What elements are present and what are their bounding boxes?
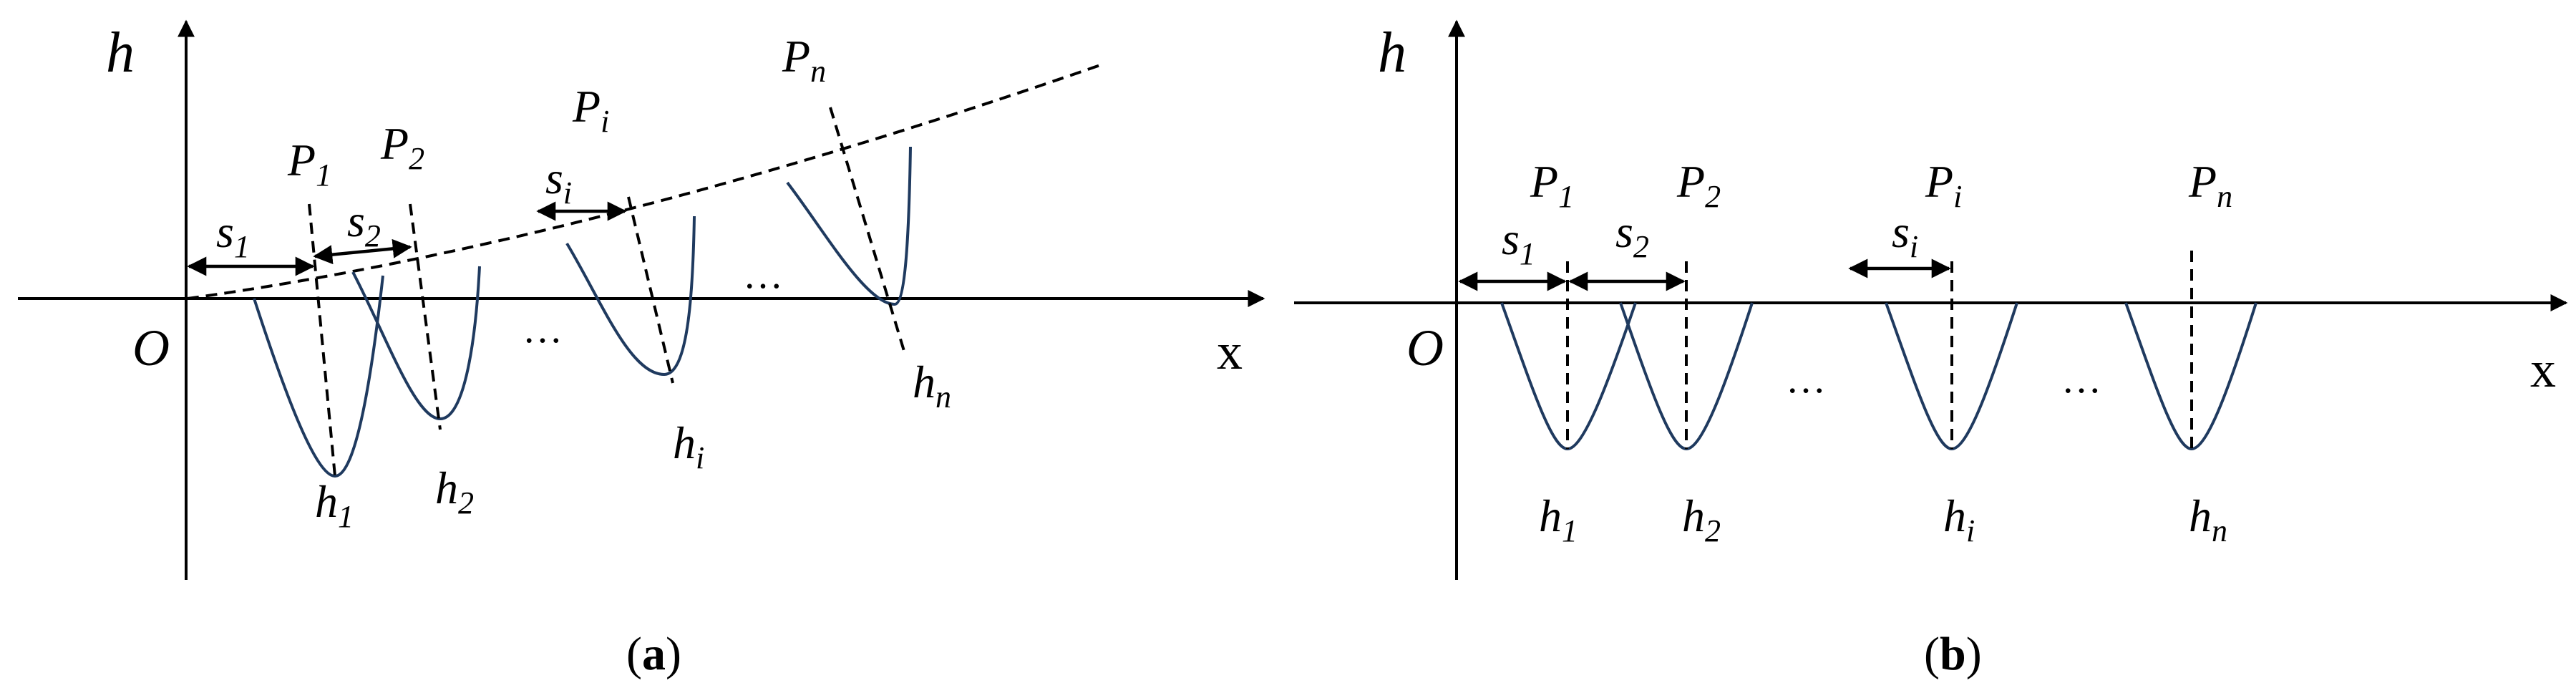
panel-a: h x O s1 s2 si P1 P2 Pi Pn h1 h2 hi hn: [18, 19, 1265, 680]
panel-b-s1-label: s1: [1502, 213, 1535, 271]
panel-a-s1-label: s1: [216, 206, 250, 264]
panel-b-caption: (b): [1924, 628, 1982, 680]
panel-b-hi-label: hi: [1943, 490, 1975, 548]
panel-a-dashed-line-4: [829, 107, 905, 352]
panel-a-trough-3: [565, 215, 696, 377]
panel-b-origin-label: O: [1406, 319, 1444, 377]
panel-a-dashed-line-2: [409, 203, 442, 430]
panel-b-p2-label: P2: [1676, 156, 1721, 214]
panel-b-ellipsis-1: …: [1786, 357, 1826, 402]
panel-a-trough-1: [253, 275, 384, 478]
panel-a-trough-4: [786, 146, 912, 306]
panel-a-s2-arrow: [313, 238, 412, 265]
panel-b-h1-label: h1: [1539, 490, 1578, 548]
panel-b-hn-label: hn: [2189, 490, 2227, 548]
panel-a-s2-label: s2: [347, 195, 381, 253]
panel-a-caption: (a): [626, 628, 681, 680]
panel-b: h x O s1 s2 si P1 P2 Pi Pn h1 h2 hi hn ……: [1294, 19, 2568, 680]
panel-a-ellipsis-1: …: [523, 307, 563, 352]
panel-a-dashed-line-1: [308, 203, 336, 477]
panel-a-h2-label: h2: [435, 462, 474, 520]
panel-a-p1-label: P1: [287, 135, 331, 193]
panel-a-si-label: si: [545, 152, 572, 210]
panel-a-pn-label: Pn: [782, 31, 826, 89]
panel-a-p2-label: P2: [380, 118, 424, 176]
panel-b-x-axis-label: x: [2530, 341, 2556, 398]
panel-a-ellipsis-2: …: [743, 253, 783, 297]
panel-b-ellipsis-2: …: [2061, 357, 2101, 402]
panel-b-s2-label: s2: [1615, 206, 1649, 264]
panel-a-x-axis-label: x: [1217, 323, 1243, 380]
panel-b-h2-label: h2: [1682, 490, 1721, 548]
panel-a-hn-label: hn: [913, 357, 951, 415]
panel-a-h1-label: h1: [315, 476, 354, 534]
panel-a-origin-label: O: [132, 319, 170, 377]
panel-a-pi-label: Pi: [572, 81, 609, 139]
panel-b-trough-4: [2124, 302, 2257, 451]
panel-a-y-axis-label: h: [106, 21, 135, 84]
panel-a-hi-label: hi: [673, 417, 704, 475]
panel-a-trough-2: [351, 266, 481, 421]
panel-b-pi-label: Pi: [1925, 156, 1962, 214]
panel-a-dashed-line-3: [627, 196, 674, 384]
panel-b-si-label: si: [1892, 206, 1918, 264]
panel-b-y-axis-label: h: [1378, 21, 1406, 84]
panel-b-p1-label: P1: [1530, 156, 1574, 214]
panel-b-pn-label: Pn: [2188, 156, 2232, 214]
